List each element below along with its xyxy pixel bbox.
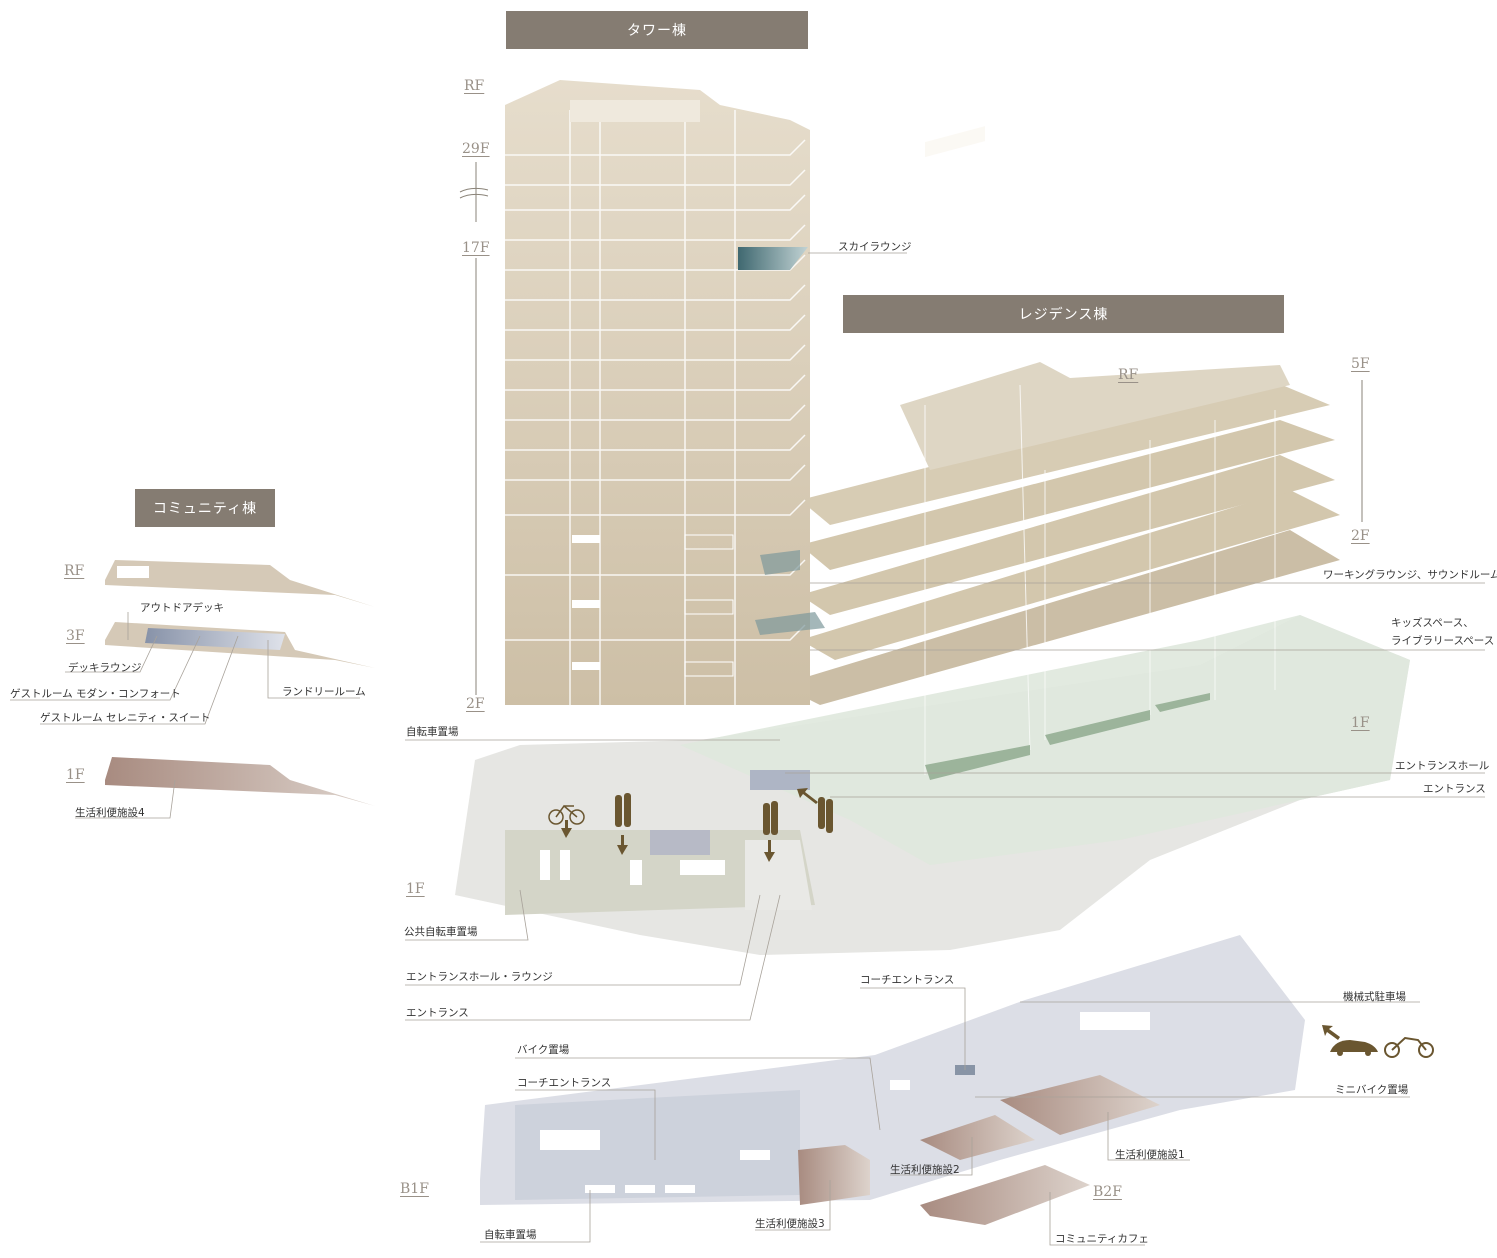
community-floor-rf: RF (64, 563, 85, 579)
residence-title: レジデンス棟 (843, 295, 1284, 333)
label-bicycle-b1f: 自転車置場 (484, 1229, 537, 1241)
label-deck-lounge: デッキラウンジ (68, 662, 142, 674)
label-life-4: 生活利便施設4 (75, 807, 145, 819)
label-library-space: ライブラリースペース (1391, 635, 1495, 647)
label-minibike-parking: ミニバイク置場 (1335, 1084, 1409, 1096)
label-coach-entrance-lower: コーチエントランス (517, 1077, 612, 1089)
tower-floor-2f: 2F (466, 696, 485, 712)
label-guest-modern: ゲストルーム モダン・コンフォート (10, 688, 181, 700)
community-building (105, 560, 375, 806)
floor-b1f: B1F (400, 1181, 429, 1197)
label-entrance-residence: エントランス (1423, 783, 1486, 795)
label-life-2: 生活利便施設2 (890, 1164, 960, 1176)
label-life-3: 生活利便施設3 (755, 1218, 825, 1230)
label-entrance-tower: エントランス (406, 1007, 469, 1019)
label-entrance-hall-lounge: エントランスホール・ラウンジ (406, 971, 553, 983)
tower-floor-29f: 29F (462, 141, 490, 157)
tower-building (505, 80, 825, 705)
community-title: コミュニティ棟 (135, 489, 275, 527)
site-floor-1f: 1F (406, 881, 425, 897)
leader-lines (10, 252, 1485, 1246)
residence-floor-5f: 5F (1351, 356, 1370, 372)
label-kids-space: キッズスペース、 (1391, 617, 1474, 629)
b1f-floor-plate (480, 935, 1305, 1205)
residence-floor-rf: RF (1118, 367, 1139, 383)
floor-break-mark (459, 162, 1363, 695)
community-floor-3f: 3F (66, 628, 85, 644)
site-1f-plate (455, 615, 1410, 955)
bicycle-icon (548, 804, 585, 825)
community-floor-1f: 1F (66, 767, 85, 783)
car-icon (1330, 1040, 1378, 1056)
label-bicycle-1f: 自転車置場 (406, 726, 459, 738)
label-entrance-hall: エントランスホール (1395, 760, 1490, 772)
label-outdoor-deck: アウトドアデッキ (140, 602, 224, 614)
label-working-lounge: ワーキングラウンジ、サウンドルーム (1323, 569, 1497, 581)
label-bike-parking: バイク置場 (517, 1044, 570, 1056)
label-laundry: ランドリールーム (282, 686, 366, 698)
label-sky-lounge: スカイラウンジ (838, 241, 912, 253)
b2f-floor-plate (920, 1165, 1090, 1225)
label-mechanical-parking: 機械式駐車場 (1343, 991, 1406, 1003)
label-life-1: 生活利便施設1 (1115, 1149, 1185, 1161)
tower-floor-rf: RF (464, 78, 485, 94)
residence-building (780, 126, 1340, 780)
label-coach-entrance-upper: コーチエントランス (860, 974, 955, 986)
residence-floor-2f: 2F (1351, 528, 1370, 544)
pedestrian-icons (561, 788, 1340, 1040)
tower-title: タワー棟 (506, 11, 808, 49)
floor-b2f: B2F (1093, 1184, 1122, 1200)
residence-floor-1f: 1F (1351, 715, 1370, 731)
label-guest-serenity: ゲストルーム セレニティ・スイート (40, 712, 211, 724)
label-community-cafe: コミュニティカフェ (1055, 1233, 1149, 1245)
sky-lounge-highlight (738, 247, 808, 270)
tower-floor-17f: 17F (462, 240, 490, 256)
motorcycle-icon (1384, 1036, 1434, 1058)
label-public-bicycle: 公共自転車置場 (404, 926, 478, 938)
